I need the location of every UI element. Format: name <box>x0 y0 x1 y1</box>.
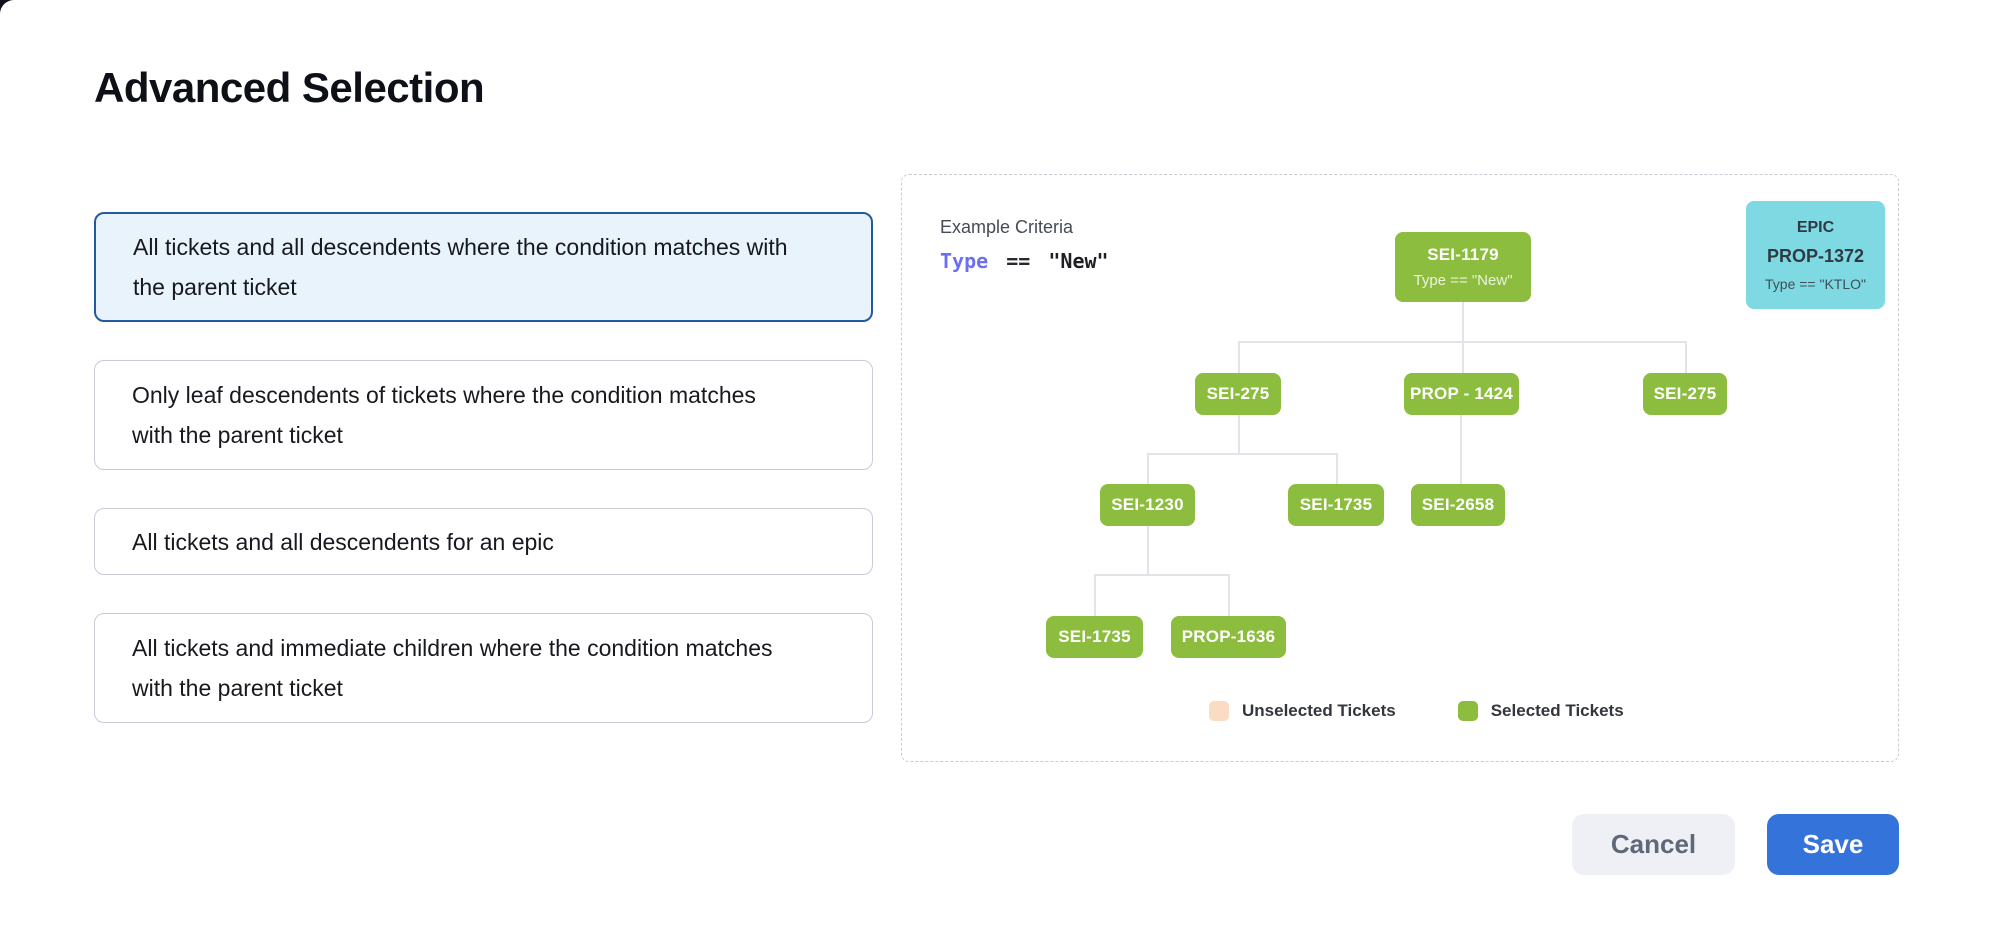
tree-connector <box>1094 574 1228 576</box>
save-button[interactable]: Save <box>1767 814 1899 875</box>
epic-condition: Type == "KTLO" <box>1765 275 1866 292</box>
legend-label: Unselected Tickets <box>1242 701 1396 720</box>
tree-connector <box>1228 574 1230 616</box>
tree-node: SEI-2658 <box>1411 484 1505 526</box>
tree-connector <box>1094 574 1096 616</box>
tree-connector <box>1460 415 1462 484</box>
page-title: Advanced Selection <box>94 64 485 111</box>
tree-node: SEI-275 <box>1195 373 1281 415</box>
example-criteria-heading: Example Criteria <box>940 217 1074 237</box>
option-label: All tickets and all descendents for an e… <box>132 528 554 555</box>
tree-node-label: SEI-1735 <box>1299 495 1373 514</box>
tree-node-root: SEI-1179 Type == "New" <box>1395 232 1531 302</box>
criteria-field: Type <box>940 249 989 273</box>
tree-node: SEI-275 <box>1643 373 1727 415</box>
tree-connector <box>1462 302 1464 373</box>
tree-node-label: SEI-1179 <box>1427 245 1499 264</box>
example-panel: Example Criteria Type == "New" SEI-1179 … <box>901 174 1899 762</box>
cancel-button[interactable]: Cancel <box>1572 814 1735 875</box>
tree-node: PROP-1636 <box>1171 616 1286 658</box>
option-card-all-descendents-epic[interactable]: All tickets and all descendents for an e… <box>94 508 873 575</box>
option-label: All tickets and immediate children where… <box>132 635 773 701</box>
criteria-operator: == <box>1006 249 1031 273</box>
legend-label: Selected Tickets <box>1490 701 1624 720</box>
tree-connector <box>1685 341 1687 373</box>
legend-item-selected: Selected Tickets <box>1457 701 1624 721</box>
tree-node-label: PROP-1636 <box>1181 627 1276 646</box>
tree-connector <box>1238 341 1685 343</box>
selected-tickets-swatch <box>1457 701 1478 721</box>
epic-type-label: EPIC <box>1796 218 1835 236</box>
option-label: Only leaf descendents of tickets where t… <box>132 382 756 448</box>
criteria-value: "New" <box>1048 249 1109 273</box>
tree-connector <box>1147 453 1149 484</box>
legend: Unselected Tickets Selected Tickets <box>1209 701 1624 721</box>
tree-node-label: PROP - 1424 <box>1410 384 1513 403</box>
criteria-expression: Type == "New" <box>940 249 1109 273</box>
tree-node-label: SEI-1230 <box>1111 495 1184 514</box>
tree-node-label: SEI-2658 <box>1421 495 1495 514</box>
tree-node-label: SEI-1735 <box>1058 627 1131 646</box>
tree-connector <box>1238 341 1240 373</box>
tree-connector <box>1336 453 1338 484</box>
option-label: All tickets and all descendents where th… <box>133 234 788 300</box>
option-card-leaf-descendents-condition[interactable]: Only leaf descendents of tickets where t… <box>94 360 873 470</box>
legend-item-unselected: Unselected Tickets <box>1209 701 1396 721</box>
tree-node: PROP - 1424 <box>1404 373 1519 415</box>
tree-node-label: SEI-275 <box>1206 384 1270 403</box>
tree-node-label: SEI-275 <box>1653 384 1717 403</box>
option-card-all-descendents-condition[interactable]: All tickets and all descendents where th… <box>94 212 873 322</box>
tree-node: SEI-1735 <box>1288 484 1384 526</box>
option-card-immediate-children-condition[interactable]: All tickets and immediate children where… <box>94 613 873 723</box>
tree-connector <box>1147 453 1336 455</box>
option-list: All tickets and all descendents where th… <box>94 212 873 761</box>
tree-node-condition: Type == "New" <box>1413 272 1513 289</box>
unselected-tickets-swatch <box>1209 701 1229 721</box>
tree-connector <box>1147 526 1149 574</box>
tree-node: SEI-1230 <box>1100 484 1195 526</box>
epic-card: EPIC PROP-1372 Type == "KTLO" <box>1746 201 1885 309</box>
tree-node: SEI-1735 <box>1046 616 1143 658</box>
epic-id: PROP-1372 <box>1766 245 1865 266</box>
tree-connector <box>1238 415 1240 453</box>
